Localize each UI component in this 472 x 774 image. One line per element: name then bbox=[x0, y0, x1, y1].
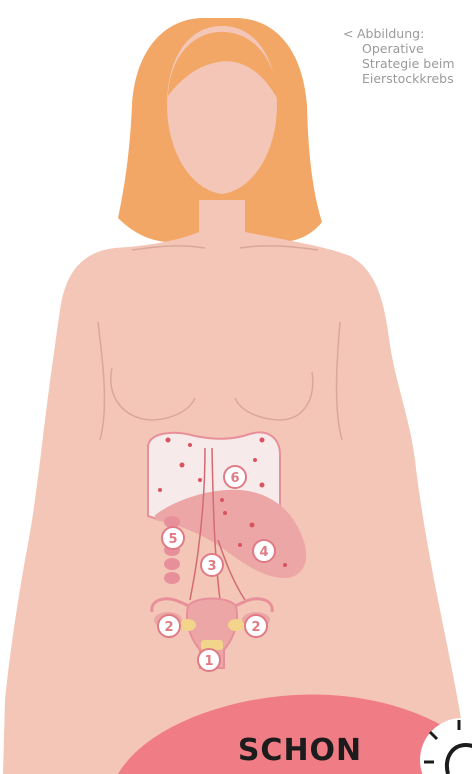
svg-text:2: 2 bbox=[251, 620, 260, 635]
svg-text:3: 3 bbox=[207, 559, 216, 574]
caption-line-3: Strategie beim bbox=[343, 56, 472, 71]
caption-line-1: Abbildung: bbox=[343, 26, 472, 41]
marker-5: 5 bbox=[162, 527, 184, 549]
svg-text:4: 4 bbox=[259, 545, 268, 560]
banner-text: SCHON bbox=[238, 733, 362, 768]
marker-2-right: 2 bbox=[245, 615, 267, 637]
marker-4: 4 bbox=[253, 540, 275, 562]
svg-text:2: 2 bbox=[164, 620, 173, 635]
svg-text:6: 6 bbox=[230, 471, 239, 486]
marker-1: 1 bbox=[198, 649, 220, 671]
marker-3: 3 bbox=[201, 554, 223, 576]
figure-caption[interactable]: < Abbildung: Operative Strategie beim Ei… bbox=[343, 26, 472, 86]
marker-6: 6 bbox=[224, 466, 246, 488]
svg-text:5: 5 bbox=[168, 532, 177, 547]
caption-line-4: Eierstockkrebs bbox=[343, 71, 472, 86]
svg-text:1: 1 bbox=[204, 654, 213, 669]
caption-arrow[interactable]: < bbox=[343, 26, 353, 41]
marker-2-left: 2 bbox=[158, 615, 180, 637]
caption-line-2: Operative bbox=[343, 41, 472, 56]
